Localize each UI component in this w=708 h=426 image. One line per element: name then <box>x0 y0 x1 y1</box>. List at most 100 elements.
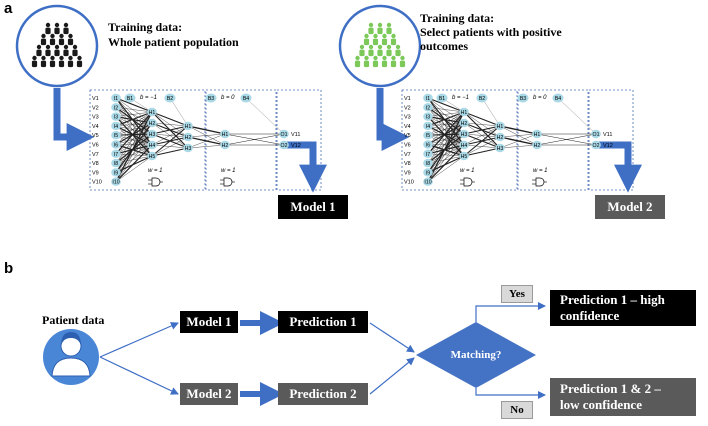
edge <box>427 144 465 164</box>
node-label: I1 <box>426 96 430 102</box>
person-icon <box>49 55 56 68</box>
node-label: B3 <box>520 96 526 102</box>
person-icon <box>45 44 51 57</box>
edge <box>115 133 153 173</box>
person-icon <box>390 33 397 46</box>
edge <box>115 122 153 164</box>
input-var-label: V8 <box>404 161 411 167</box>
node-label: H5 <box>149 154 156 160</box>
node-label: I9 <box>426 170 430 176</box>
network-node: B3 <box>205 93 217 103</box>
output-low-line2: low confidence <box>560 397 642 412</box>
person-icon <box>40 33 47 46</box>
edge <box>427 122 465 182</box>
network-node: H2 <box>147 118 157 128</box>
edge <box>427 155 465 182</box>
node-label: I1 <box>114 96 118 102</box>
node-label: B1 <box>127 96 133 102</box>
network-node: B2 <box>164 93 176 103</box>
node-label: H3 <box>149 132 156 138</box>
network-node: H2 <box>183 132 193 142</box>
person-icon <box>31 55 38 68</box>
neural-network-right: V1V2V3V4V5V6V7V8V9V10I1I2I3I4I5I6I7I8I9I… <box>401 89 634 191</box>
edge <box>463 147 501 157</box>
edge <box>115 107 153 113</box>
node-label: I8 <box>426 161 430 167</box>
edge <box>151 125 189 135</box>
node-label: I5 <box>114 133 118 139</box>
edge <box>115 144 153 155</box>
person-icon <box>76 55 83 68</box>
output-high-confidence: Prediction 1 – high confidence <box>550 290 696 326</box>
node-label: H2 <box>461 121 468 127</box>
edge <box>115 153 153 157</box>
edge <box>115 135 153 146</box>
population-icon-right <box>338 4 422 88</box>
network-node: H3 <box>183 143 193 153</box>
person-icon <box>377 22 383 35</box>
weight-label: b = 0 <box>221 95 235 101</box>
edge <box>463 125 501 135</box>
node-label: B4 <box>555 96 561 102</box>
person-icon <box>354 55 361 68</box>
neural-network-left: V1V2V3V4V5V6V7V8V9V10I1I2I3I4I5I6I7I8I9I… <box>89 89 322 191</box>
network-node: B4 <box>552 93 564 103</box>
node-label: O1 <box>281 132 288 138</box>
network-node: I4 <box>423 121 433 131</box>
edge <box>427 111 465 173</box>
network-node: I1 <box>423 93 433 103</box>
flow-arrow-right-in <box>376 88 410 151</box>
edge <box>187 133 226 149</box>
person-icon <box>36 44 42 57</box>
input-var-label: V1 <box>404 96 411 102</box>
edge <box>463 125 501 157</box>
edge <box>115 111 153 136</box>
edge <box>115 111 153 164</box>
node-label: I2 <box>114 105 118 111</box>
network-node: H3 <box>459 129 469 139</box>
input-var-label: V2 <box>92 105 99 111</box>
node-label: I10 <box>112 180 119 186</box>
edge <box>427 133 465 154</box>
edge <box>115 133 153 182</box>
edge <box>463 122 501 127</box>
input-var-label: V10 <box>404 180 414 186</box>
layer-frame <box>588 89 634 191</box>
model-2-node: Model 2 <box>180 383 238 405</box>
node-label: B1 <box>439 96 445 102</box>
edge <box>187 144 226 149</box>
person-icon <box>372 33 379 46</box>
network-node: I2 <box>423 103 433 112</box>
output-var-label: V12 <box>291 143 301 149</box>
input-var-label: V6 <box>92 143 99 149</box>
edge-pred1-decision <box>369 322 415 353</box>
edge <box>115 122 153 136</box>
network-node: H3 <box>147 129 157 139</box>
network-node: I1 <box>111 93 121 103</box>
network-node: B4 <box>240 93 252 103</box>
output-var-label: V12 <box>603 143 613 149</box>
weight-label: b = 0 <box>533 95 547 101</box>
person-icon <box>390 55 397 68</box>
person-icon <box>67 33 74 46</box>
input-var-label: V3 <box>92 115 99 121</box>
network-node: I6 <box>111 140 121 149</box>
node-label: H2 <box>185 135 192 141</box>
edge <box>427 107 465 113</box>
edge <box>427 153 465 157</box>
network-node: H4 <box>147 140 157 150</box>
person-icon <box>363 55 370 68</box>
network-node: O2 <box>279 140 289 150</box>
edge <box>115 111 153 182</box>
edge <box>187 125 226 135</box>
model-1-box: Model 1 <box>278 195 348 219</box>
network-node: H1 <box>147 107 157 117</box>
node-label: I6 <box>114 143 118 149</box>
panel-a-diagram: V1V2V3V4V5V6V7V8V9V10I1I2I3I4I5I6I7I8I9I… <box>53 88 642 193</box>
edge <box>151 147 189 157</box>
node-label: B2 <box>479 96 485 102</box>
input-var-label: V9 <box>92 170 99 176</box>
input-var-label: V8 <box>92 161 99 167</box>
node-label: H2 <box>497 135 504 141</box>
input-var-label: V5 <box>92 133 99 139</box>
